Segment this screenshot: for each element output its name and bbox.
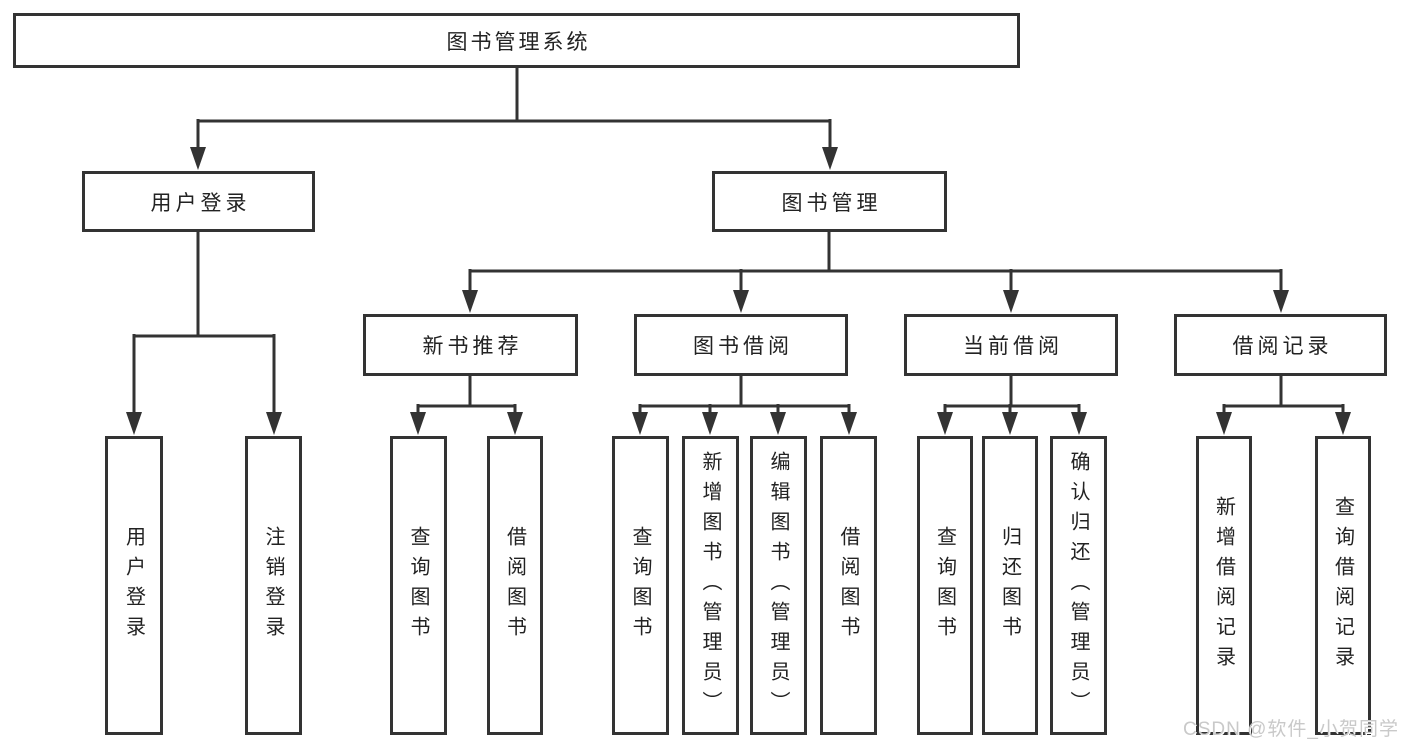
leaf-add-borrow-record: 新增借阅记录 — [1196, 436, 1252, 735]
node-label: 图书管理系统 — [446, 30, 591, 54]
leaf-query-books-borrow: 查询图书 — [612, 436, 669, 735]
leaf-confirm-return-admin: 确认归还（管理员） — [1050, 436, 1107, 735]
node-label: 新增借阅记录 — [1212, 495, 1235, 676]
node-new-book-recommendation: 新书推荐 — [363, 314, 578, 376]
node-book-management: 图书管理 — [712, 171, 947, 232]
leaf-logout: 注销登录 — [245, 436, 302, 735]
node-label: 用户登录 — [150, 191, 251, 215]
leaf-query-books-recommend: 查询图书 — [390, 436, 447, 735]
node-label: 确认归还（管理员） — [1067, 450, 1089, 721]
leaf-edit-book-admin: 编辑图书（管理员） — [750, 436, 807, 735]
leaf-borrow-books: 借阅图书 — [820, 436, 877, 735]
node-label: 借阅图书 — [837, 525, 859, 646]
node-label: 新书推荐 — [422, 335, 523, 358]
node-label: 图书管理 — [781, 191, 882, 215]
node-label: 查询借阅记录 — [1331, 495, 1354, 676]
node-label: 新增图书（管理员） — [699, 450, 721, 721]
node-user-login-group: 用户登录 — [82, 171, 315, 232]
leaf-return-book: 归还图书 — [982, 436, 1038, 735]
node-label: 归还图书 — [998, 525, 1021, 646]
node-label: 查询图书 — [629, 525, 651, 646]
leaf-user-login: 用户登录 — [105, 436, 163, 735]
node-label: 用户登录 — [122, 525, 145, 646]
node-label: 注销登录 — [262, 525, 284, 646]
node-label: 图书借阅 — [693, 335, 793, 358]
csdn-watermark: CSDN @软件_小贺同学 — [1183, 719, 1399, 740]
leaf-query-borrow-record: 查询借阅记录 — [1315, 436, 1371, 735]
node-label: 借阅记录 — [1232, 335, 1333, 358]
node-borrowing-records: 借阅记录 — [1174, 314, 1387, 376]
node-current-borrowing: 当前借阅 — [904, 314, 1118, 376]
leaf-query-books-current: 查询图书 — [917, 436, 973, 735]
leaf-add-book-admin: 新增图书（管理员） — [682, 436, 739, 735]
node-label: 查询图书 — [407, 525, 429, 646]
node-label: 当前借阅 — [963, 335, 1063, 358]
node-book-borrowing: 图书借阅 — [634, 314, 848, 376]
node-label: 编辑图书（管理员） — [767, 450, 789, 721]
node-label: 借阅图书 — [503, 525, 526, 646]
leaf-borrow-books-recommend: 借阅图书 — [487, 436, 543, 735]
node-library-management-system: 图书管理系统 — [13, 13, 1020, 68]
node-label: 查询图书 — [933, 525, 956, 646]
